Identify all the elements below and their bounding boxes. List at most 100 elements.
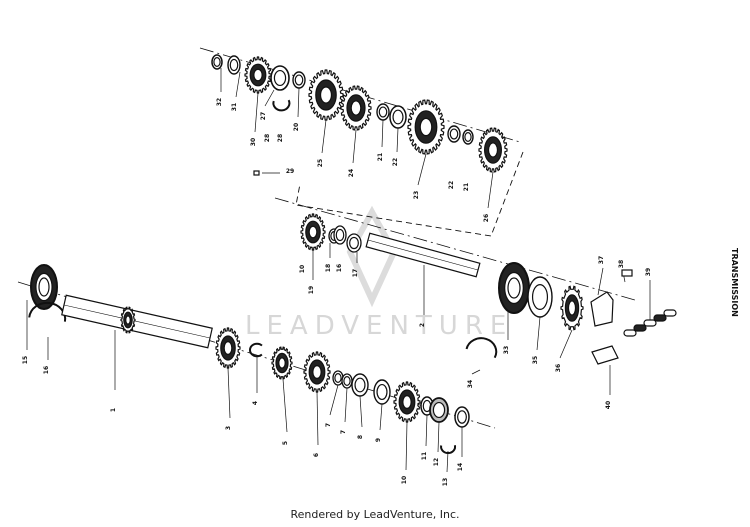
watermark-text: LEADVENTURE bbox=[245, 311, 513, 341]
callout-13: 13 bbox=[442, 478, 449, 486]
washer-21b bbox=[462, 129, 474, 145]
washer-9 bbox=[373, 379, 391, 405]
svg-text:21: 21 bbox=[463, 183, 470, 191]
callout-16: 16 bbox=[43, 366, 50, 374]
leader-line-35 bbox=[597, 267, 604, 296]
leader-line-3 bbox=[227, 367, 231, 419]
svg-text:28: 28 bbox=[277, 134, 284, 142]
svg-text:6: 6 bbox=[313, 453, 320, 457]
svg-text:1: 1 bbox=[110, 408, 117, 412]
svg-text:15: 15 bbox=[22, 356, 29, 364]
callout-34: 34 bbox=[467, 380, 474, 388]
leader-line-12 bbox=[425, 414, 428, 447]
svg-text:21: 21 bbox=[377, 153, 384, 161]
washer-32 bbox=[211, 54, 223, 70]
lock-plate-37 bbox=[590, 291, 614, 327]
callout-10: 10 bbox=[401, 476, 408, 484]
master-link-40 bbox=[591, 345, 619, 365]
gear-24 bbox=[340, 85, 372, 131]
bushing-12 bbox=[429, 397, 449, 423]
svg-text:35: 35 bbox=[532, 356, 539, 364]
gear-23 bbox=[407, 99, 445, 155]
svg-text:10: 10 bbox=[401, 476, 408, 484]
svg-text:17: 17 bbox=[352, 269, 359, 277]
side-title: TRANSMISSION bbox=[730, 248, 739, 317]
washer-14 bbox=[454, 406, 470, 428]
bearing-33-bore bbox=[507, 277, 521, 299]
callout-12: 12 bbox=[433, 458, 440, 466]
svg-text:39: 39 bbox=[645, 268, 652, 276]
bolt-38 bbox=[621, 269, 633, 277]
svg-text:25: 25 bbox=[317, 159, 324, 167]
callout-4: 4 bbox=[252, 401, 259, 405]
callout-16-2: 16 bbox=[336, 264, 343, 272]
leader-line-28 bbox=[264, 89, 275, 107]
callout-11: 11 bbox=[421, 452, 428, 460]
svg-text:33: 33 bbox=[503, 346, 510, 354]
callout-3: 3 bbox=[225, 426, 232, 430]
circlip-13 bbox=[440, 444, 457, 455]
svg-text:26: 26 bbox=[483, 214, 490, 222]
gear-10 bbox=[393, 381, 421, 423]
callout-22-2: 22 bbox=[448, 181, 455, 189]
leader-line-7 bbox=[329, 384, 339, 416]
leader-line-11 bbox=[405, 421, 408, 471]
callout-15: 15 bbox=[22, 356, 29, 364]
svg-text:19: 19 bbox=[308, 286, 315, 294]
washer-31 bbox=[227, 55, 241, 75]
callout-1: 1 bbox=[110, 408, 117, 412]
callout-38: 38 bbox=[618, 260, 625, 268]
svg-text:24: 24 bbox=[348, 169, 355, 177]
callout-36: 36 bbox=[555, 364, 562, 372]
layshaft-2 bbox=[365, 232, 481, 278]
callout-24: 24 bbox=[348, 169, 355, 177]
circlip-28 bbox=[272, 99, 291, 112]
callout-37: 37 bbox=[598, 256, 605, 264]
callout-18: 18 bbox=[325, 264, 332, 272]
svg-text:12: 12 bbox=[433, 458, 440, 466]
callout-7: 7 bbox=[325, 423, 332, 427]
callout-35: 35 bbox=[532, 356, 539, 364]
svg-text:23: 23 bbox=[413, 191, 420, 199]
washer-8 bbox=[351, 373, 369, 397]
leader-line-22 bbox=[381, 119, 384, 148]
circlip-17 bbox=[346, 233, 362, 253]
svg-text:36: 36 bbox=[555, 364, 562, 372]
svg-text:4: 4 bbox=[252, 401, 259, 405]
callout-23: 23 bbox=[413, 191, 420, 199]
gear-6 bbox=[303, 351, 331, 393]
washer-20 bbox=[292, 71, 306, 89]
callout-2: 2 bbox=[419, 323, 426, 327]
leader-line-8 bbox=[344, 387, 348, 423]
gear-19 bbox=[300, 213, 326, 251]
callout-19: 19 bbox=[308, 286, 315, 294]
leader-line-6 bbox=[316, 391, 319, 446]
leader-line-25 bbox=[352, 129, 357, 164]
leader-line-10 bbox=[379, 403, 383, 431]
chain-39 bbox=[623, 309, 677, 337]
shaft-gear-teeth bbox=[120, 306, 136, 334]
mainshaft-1 bbox=[61, 294, 213, 349]
key-29 bbox=[253, 170, 260, 176]
washer-7 bbox=[332, 370, 344, 386]
bearing-15-bore bbox=[38, 277, 50, 297]
leader-line-5 bbox=[282, 378, 288, 433]
leader-line-14 bbox=[446, 450, 449, 473]
callout-40: 40 bbox=[605, 401, 612, 409]
svg-text:22: 22 bbox=[392, 158, 399, 166]
leader-line-9 bbox=[359, 395, 363, 428]
washer-7b bbox=[341, 373, 353, 389]
washer-22 bbox=[389, 105, 407, 129]
svg-text:10: 10 bbox=[299, 265, 306, 273]
svg-text:3: 3 bbox=[225, 426, 232, 430]
callout-22: 22 bbox=[392, 158, 399, 166]
leader-line-26 bbox=[321, 119, 327, 154]
leader-line-23 bbox=[396, 127, 399, 153]
callout-8: 8 bbox=[357, 435, 364, 439]
subassembly-bracket bbox=[295, 151, 524, 237]
washer-11 bbox=[420, 396, 434, 416]
callout-9: 9 bbox=[375, 438, 382, 442]
leader-line-32 bbox=[471, 369, 481, 375]
callout-29: 29 bbox=[286, 168, 294, 175]
